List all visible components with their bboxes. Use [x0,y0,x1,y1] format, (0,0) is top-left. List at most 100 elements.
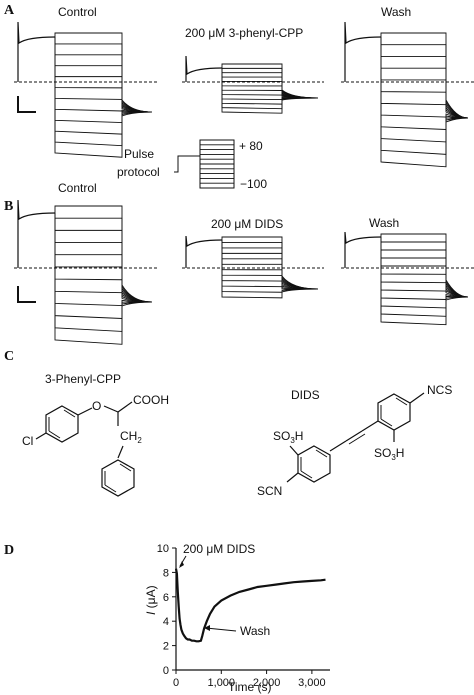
row-b-title-dids: 200 μM DIDS [211,217,283,231]
current-trace [221,68,319,110]
current-trace [380,237,469,298]
cpp-o: O [92,399,101,413]
cpp-cl: Cl [22,434,33,448]
current-trace [380,37,469,119]
current-traces-a-cpp [182,55,324,114]
dids-name: DIDS [291,388,320,402]
current-trace [221,63,319,99]
current-trace [380,37,469,119]
protocol-pointer [174,155,200,173]
x-tick-label: 1,000 [208,677,236,689]
annotation-dids: 200 μM DIDS [183,542,255,556]
dids-scn: SCN [257,484,282,498]
holding-current [17,199,56,268]
current-traces-a-wash [341,21,474,168]
row-a-title-wash: Wash [381,5,411,19]
current-trace [54,37,153,113]
current-trace [54,37,153,158]
current-trace [54,32,153,113]
y-tick-label: 4 [163,616,169,628]
current-trace [54,37,153,113]
scale-bar-b [17,286,36,303]
current-trace [380,237,469,298]
y-tick-label: 8 [163,567,169,579]
x-tick-label: 2,000 [253,677,281,689]
structure-3-phenyl-cpp: 3-Phenyl-CPP Cl O COOH CH2 [22,372,169,497]
y-tick-label: 0 [163,665,169,677]
current-trace [380,37,469,119]
protocol-low-label: −100 [240,177,267,191]
series-line [174,568,326,643]
dids-ring-lower [297,445,331,483]
current-trace [380,37,469,119]
current-trace [54,213,153,303]
current-trace [380,37,469,119]
current-trace [380,237,469,317]
current-trace [221,240,319,299]
chlorophenyl-ring [45,405,79,443]
current-trace [54,37,153,113]
current-trace [380,233,469,298]
scale-bar-a [17,96,36,113]
holding-current [17,21,56,82]
panel-letter-a: A [4,3,15,18]
current-trace [54,37,153,113]
current-trace [54,37,153,113]
y-tick-label: 2 [163,641,169,653]
protocol-label-line1: Pulse [124,147,154,161]
pulse-protocol: Pulse protocol + 80 −100 [117,139,267,191]
current-trace [54,37,153,113]
current-trace [380,37,469,119]
current-traces-a-control [14,21,158,158]
panel-letter-c: C [4,349,14,364]
current-trace [380,32,469,119]
current-trace [380,237,469,298]
x-tick-label: 3,000 [298,677,326,689]
current-trace [54,213,153,303]
current-traces-b-control [14,199,158,345]
current-trace [221,68,319,114]
current-trace [380,237,469,298]
vinyl-bond-1 [361,420,379,432]
current-trace [54,213,153,303]
annotation-dids-arrowhead [179,561,184,568]
holding-current [344,231,382,268]
protocol-label-line2: protocol [117,165,160,179]
x-tick-label: 0 [173,677,179,689]
current-trace [54,213,153,303]
holding-current [344,21,382,82]
current-trace [54,37,153,147]
current-trace [380,237,469,298]
current-trace [54,37,153,135]
current-trace [54,205,153,303]
annotation-wash-arrowhead [204,625,210,631]
current-trace [54,213,153,303]
x-axis-label: Time (s) [228,680,272,694]
current-traces-b-dids [182,235,324,299]
panel-letter-d: D [4,543,14,558]
row-b-title-control: Control [58,181,97,195]
y-axis-label: I (μA) [144,585,158,615]
current-trace [380,237,469,298]
y-tick-label: 10 [157,543,169,555]
current-trace [54,37,153,113]
holding-current [185,235,223,268]
annotation-wash-arrow [205,627,237,632]
current-trace [221,240,319,290]
current-trace [380,37,469,168]
row-a-title-control: Control [58,5,97,19]
dids-so3h-lower: SO3H [374,446,404,462]
row-a-title-cpp: 200 μM 3-phenyl-CPP [185,26,303,40]
current-traces-b-wash [341,231,474,326]
current-trace [380,237,469,298]
structure-dids: DIDS NCS SO3H SO3H SCN [257,383,452,498]
cpp-cooh: COOH [133,393,169,407]
vinyl-bond-2 [345,430,363,442]
holding-current [185,55,223,82]
current-trace [54,213,153,303]
current-trace [221,68,319,99]
dids-so3h-upper: SO3H [273,429,303,445]
dids-ncs: NCS [427,383,452,397]
protocol-steps [199,139,235,189]
